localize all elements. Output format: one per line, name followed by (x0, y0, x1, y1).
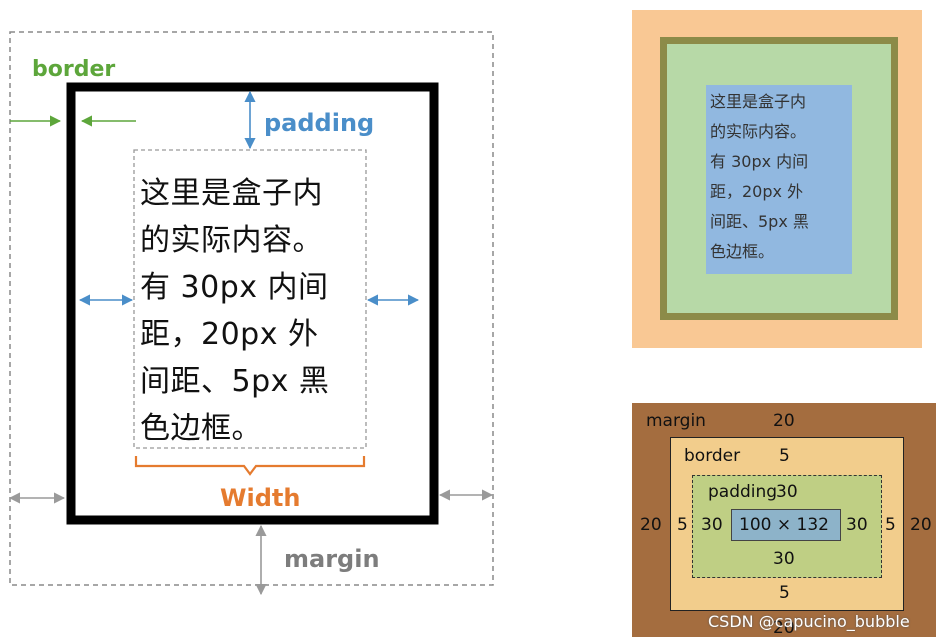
rendered-line: 色边框。 (710, 242, 775, 261)
padding-bottom-value[interactable]: 30 (773, 549, 795, 569)
content-line: 这里是盒子内 (140, 176, 323, 211)
rendered-content-text: 这里是盒子内 的实际内容。 有 30px 内间 距，20px 外 间距、5px … (710, 87, 855, 267)
margin-outline (9, 31, 494, 586)
content-line: 色边框。 (140, 411, 262, 446)
content-text: 这里是盒子内 的实际内容。 有 30px 内间 距，20px 外 间距、5px … (140, 170, 372, 452)
margin-right-value[interactable]: 20 (910, 515, 932, 535)
border-left-value[interactable]: 5 (677, 515, 688, 535)
margin-label: margin (284, 545, 380, 573)
content-line: 间距、5px 黑 (140, 364, 330, 399)
width-brace (134, 456, 366, 476)
border-box (66, 82, 439, 525)
border-top-value[interactable]: 5 (779, 446, 790, 466)
padding-caption: padding (708, 482, 778, 502)
border-bottom-value[interactable]: 5 (779, 583, 790, 603)
box-model-diagram (8, 31, 494, 596)
margin-bottom-value[interactable]: 20 (773, 618, 795, 638)
margin-left-value[interactable]: 20 (640, 515, 662, 535)
content-line: 的实际内容。 (140, 223, 323, 258)
rendered-line: 的实际内容。 (710, 122, 807, 141)
border-label: border (32, 57, 116, 82)
content-size-value[interactable]: 100 × 132 (739, 515, 829, 535)
border-caption: border (684, 446, 741, 466)
padding-right-value[interactable]: 30 (846, 515, 868, 535)
content-line: 距，20px 外 (140, 317, 319, 352)
rendered-content-area (706, 85, 852, 274)
rendered-line: 有 30px 内间 (710, 152, 809, 171)
watermark: CSDN @capucino_bubble (708, 612, 910, 631)
margin-top-value[interactable]: 20 (773, 411, 795, 431)
padding-left-value[interactable]: 30 (701, 515, 723, 535)
rendered-line: 距，20px 外 (710, 182, 804, 201)
margin-caption: margin (646, 411, 706, 431)
border-right-value[interactable]: 5 (885, 515, 896, 535)
devtools-content-area (731, 509, 841, 541)
rendered-line: 这里是盒子内 (710, 92, 807, 111)
content-line: 有 30px 内间 (140, 270, 329, 305)
padding-label: padding (264, 109, 375, 137)
rendered-line: 间距、5px 黑 (710, 212, 809, 231)
width-label: Width (220, 484, 301, 512)
padding-top-value[interactable]: 30 (776, 482, 798, 502)
content-outline (133, 149, 367, 449)
